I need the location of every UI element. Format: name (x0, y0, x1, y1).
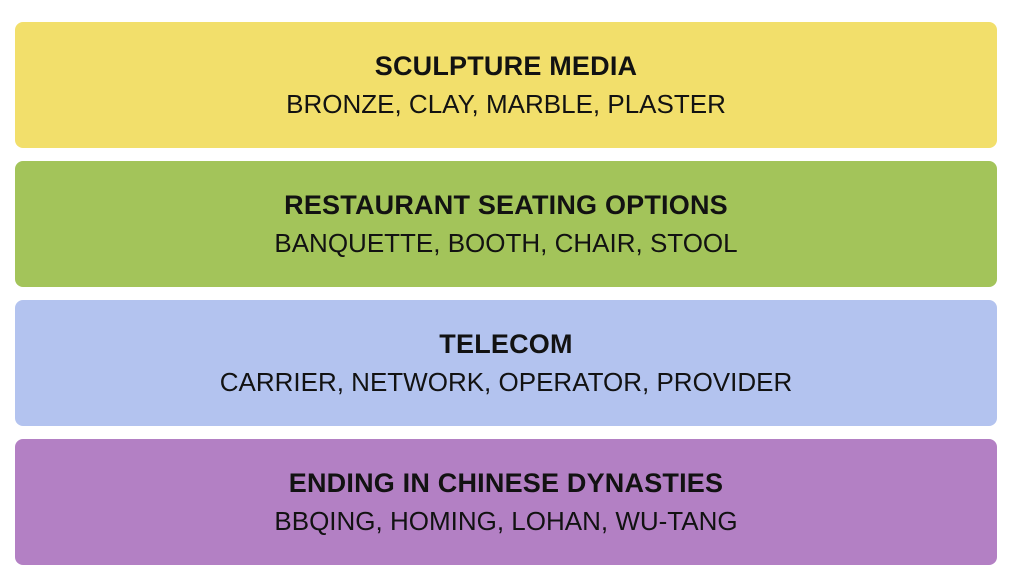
solved-group-yellow: SCULPTURE MEDIA BRONZE, CLAY, MARBLE, PL… (15, 22, 997, 148)
group-members: BBQING, HOMING, LOHAN, WU-TANG (274, 506, 738, 536)
group-title: TELECOM (439, 329, 573, 359)
solved-group-purple: ENDING IN CHINESE DYNASTIES BBQING, HOMI… (15, 439, 997, 565)
solved-group-blue: TELECOM CARRIER, NETWORK, OPERATOR, PROV… (15, 300, 997, 426)
group-title: RESTAURANT SEATING OPTIONS (284, 190, 728, 220)
group-title: SCULPTURE MEDIA (374, 51, 638, 81)
group-members: BANQUETTE, BOOTH, CHAIR, STOOL (274, 228, 738, 258)
solved-groups-board: SCULPTURE MEDIA BRONZE, CLAY, MARBLE, PL… (15, 22, 997, 565)
group-members: BRONZE, CLAY, MARBLE, PLASTER (286, 89, 726, 119)
solved-group-green: RESTAURANT SEATING OPTIONS BANQUETTE, BO… (15, 161, 997, 287)
group-title: ENDING IN CHINESE DYNASTIES (288, 468, 724, 498)
group-members: CARRIER, NETWORK, OPERATOR, PROVIDER (219, 367, 793, 397)
